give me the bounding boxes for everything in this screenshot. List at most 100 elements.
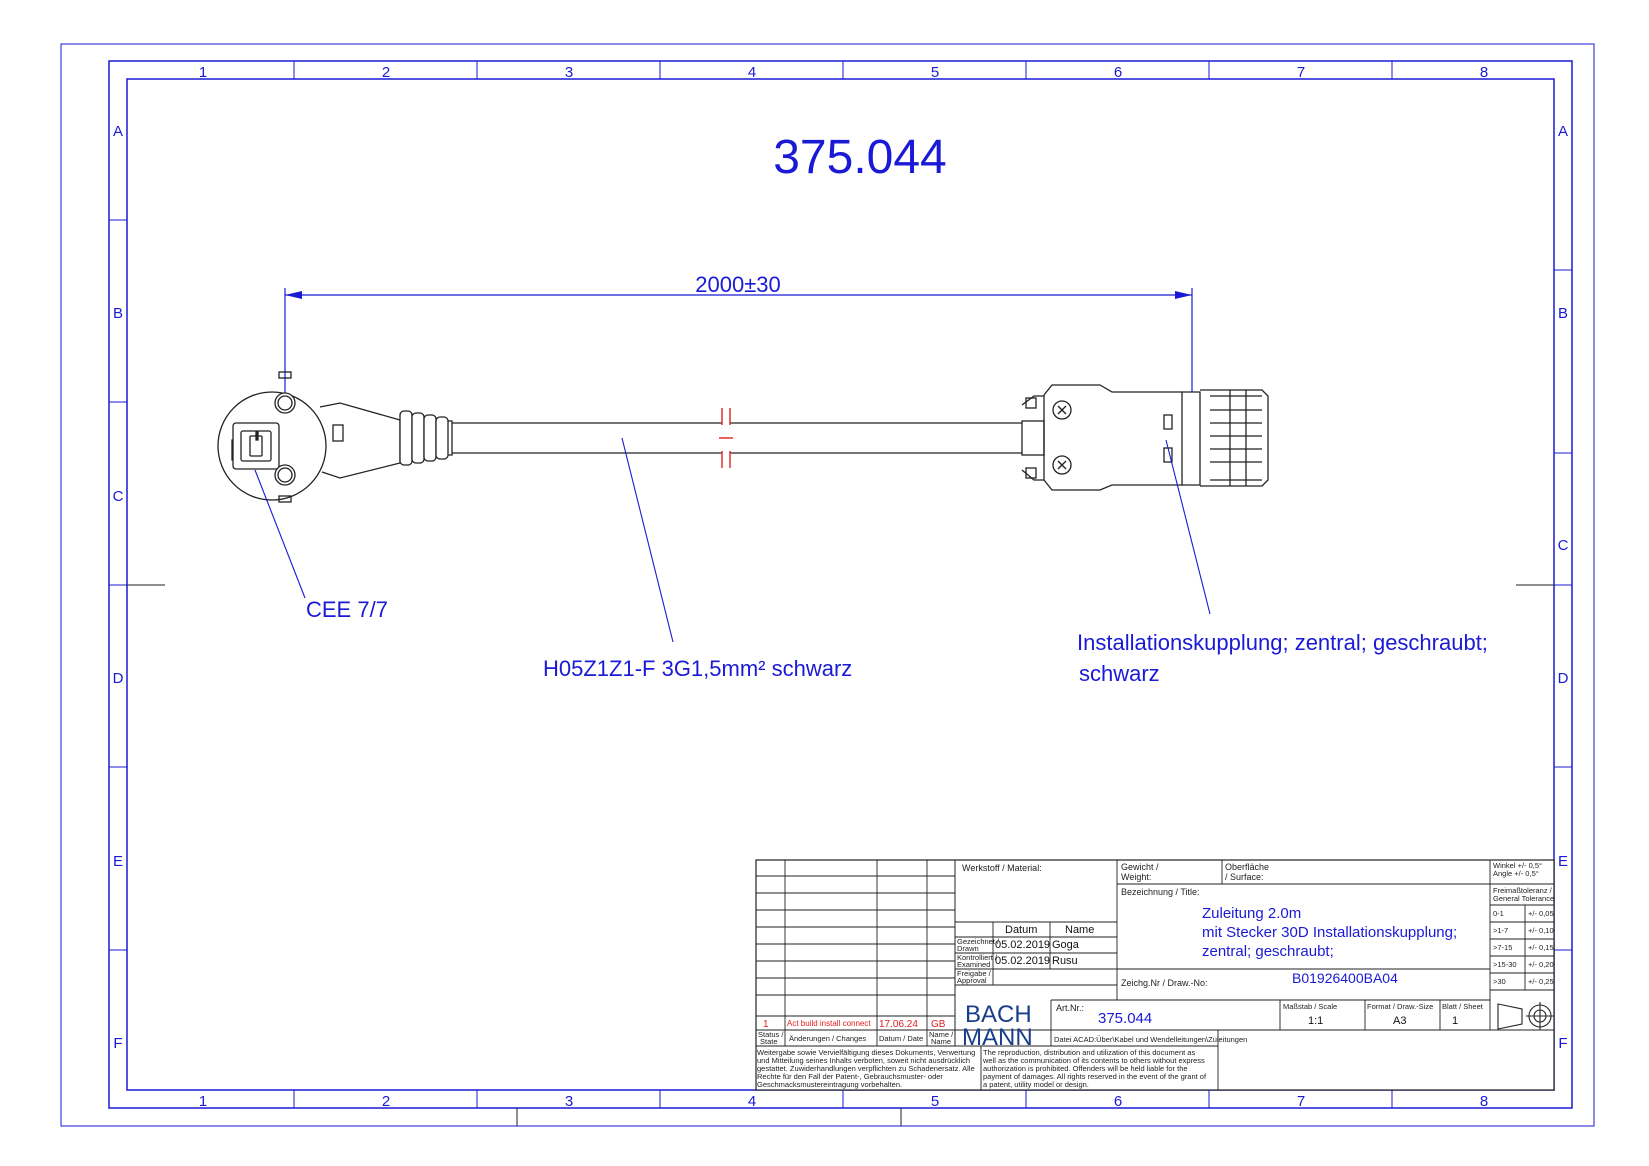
tolerance-label-2: General Tolerance (1493, 894, 1554, 903)
weight-label-1: Gewicht / (1121, 862, 1159, 872)
projection-symbol-icon (1497, 1002, 1554, 1030)
copyright-de-line: Geschmacksmustereintragung vorbehalten. (757, 1080, 902, 1089)
col-label: 2 (382, 64, 390, 81)
title-line-1: Zuleitung 2.0m (1202, 905, 1301, 922)
col-label: 5 (931, 1093, 939, 1110)
tolerance-value: +/- 0,20 (1528, 960, 1554, 969)
angle-label-1: Winkel +/- 0,5° (1493, 861, 1542, 870)
row-label: D (113, 670, 124, 687)
material-label: Werkstoff / Material: (962, 863, 1042, 873)
sheet-value: 1 (1452, 1015, 1458, 1027)
scale-label: Maßstab / Scale (1283, 1002, 1337, 1011)
tolerance-value: +/- 0,25 (1528, 977, 1554, 986)
col-label: 4 (748, 64, 756, 81)
change-status: 1 (763, 1019, 769, 1030)
row-label: E (1558, 853, 1568, 870)
cable-break-mark (719, 408, 733, 468)
row-label: D (1558, 670, 1569, 687)
tolerance-range: >15-30 (1493, 960, 1517, 969)
changes-label: Änderungen / Changes (789, 1034, 866, 1043)
copyright-de-line: Rechte für den Fall der Patent-, Gebrauc… (757, 1072, 943, 1081)
col-label: 3 (565, 64, 573, 81)
artnr-value: 375.044 (1098, 1010, 1152, 1027)
examined-name: Rusu (1052, 955, 1078, 967)
sheet-label: Blatt / Sheet (1442, 1002, 1484, 1011)
tolerance-range: >30 (1493, 977, 1506, 986)
artnr-label: Art.Nr.: (1056, 1003, 1084, 1013)
centering-marks (127, 584, 1554, 1126)
col-label: 8 (1480, 1093, 1488, 1110)
col-label: 6 (1114, 1093, 1122, 1110)
dimension-line (284, 288, 1193, 402)
row-labels-left: A B C D E F (113, 123, 124, 1052)
angle-label-2: Angle +/- 0,5° (1493, 869, 1539, 878)
title-label: Bezeichnung / Title: (1121, 887, 1200, 897)
cable (452, 422, 1022, 454)
row-label: B (113, 305, 123, 322)
row-labels-right: A B C D E F (1558, 123, 1569, 1052)
weight-label-2: Weight: (1121, 872, 1151, 882)
row-label: C (113, 488, 124, 505)
coupler-label-line-2: schwarz (1079, 661, 1160, 686)
copyright-en-line: a patent, utility model or design. (983, 1080, 1089, 1089)
copyright-en-line: authorization is prohibited. Offenders w… (983, 1064, 1188, 1073)
dimension-text: 2000±30 (695, 272, 781, 297)
plug-cee77 (217, 371, 453, 503)
drawn-name: Goga (1052, 939, 1080, 951)
format-label: Format / Draw.-Size (1367, 1002, 1433, 1011)
examined-label-1: Kontrolliert / (957, 953, 998, 962)
examined-date: 05.02.2019 (995, 955, 1050, 967)
col-label: 3 (565, 1093, 573, 1110)
dimension-arrow-right (1175, 291, 1192, 299)
logo-line-2: MANN (962, 1024, 1033, 1051)
change-text: Act build install connect (787, 1019, 871, 1028)
approval-label-1: Freigabe / (957, 969, 992, 978)
row-label: F (113, 1035, 122, 1052)
column-labels-bottom: 1 2 3 4 5 6 7 8 (199, 1093, 1488, 1110)
drawn-label-1: Gezeichnet / (957, 937, 1000, 946)
col-label: 7 (1297, 1093, 1305, 1110)
change-name: GB (931, 1019, 946, 1030)
column-labels-top: 1 2 3 4 5 6 7 8 (199, 64, 1488, 81)
change-date: 17.06.24 (879, 1019, 918, 1030)
copyright-de-line: und Mitteilung seines Inhalts verboten, … (757, 1056, 970, 1065)
date-label: Datum / Date (879, 1034, 923, 1043)
status-label-1: Status / (758, 1030, 784, 1039)
file-path: Datei ACAD:Über\Kabel und Wendelleitunge… (1054, 1035, 1247, 1044)
col-label: 4 (748, 1093, 756, 1110)
tolerance-value: +/- 0,10 (1528, 926, 1554, 935)
drawn-date: 05.02.2019 (995, 939, 1050, 951)
cable-label: H05Z1Z1-F 3G1,5mm² schwarz (543, 656, 852, 681)
col-label: 5 (931, 64, 939, 81)
drawn-label-2: Drawn (957, 944, 979, 953)
copyright-en-line: The reproduction, distribution and utili… (983, 1048, 1195, 1057)
tolerance-range: >1-7 (1493, 926, 1508, 935)
outer-border (60, 43, 1595, 1127)
col-label: 6 (1114, 64, 1122, 81)
approval-label-2: Approval (957, 976, 987, 985)
logo-line-1: BACH (965, 1001, 1032, 1028)
name-label-1: Name / (929, 1030, 954, 1039)
tolerance-label-1: Freimaßtoleranz / (1493, 886, 1553, 895)
format-value: A3 (1393, 1015, 1406, 1027)
title-line-2: mit Stecker 30D Installationskupplung; (1202, 924, 1457, 941)
date-header: Datum (1005, 924, 1037, 936)
row-label: A (1558, 123, 1568, 140)
leader-lines (254, 437, 1211, 643)
status-label-2: State (760, 1037, 778, 1046)
title-block: Werkstoff / Material: Gewicht / Weight: … (755, 859, 1555, 1091)
row-label: F (1558, 1035, 1567, 1052)
col-label: 2 (382, 1093, 390, 1110)
surface-label-2: / Surface: (1225, 872, 1264, 882)
scale-value: 1:1 (1308, 1015, 1323, 1027)
plug-label: CEE 7/7 (306, 597, 388, 622)
copyright-de-line: Weitergabe sowie Vervielfältigung dieses… (757, 1048, 975, 1057)
drawing-title: 375.044 (773, 131, 947, 184)
col-label: 1 (199, 64, 207, 81)
column-ticks (293, 61, 1393, 1108)
tolerance-value: +/- 0,05 (1528, 909, 1554, 918)
row-label: E (113, 853, 123, 870)
col-label: 7 (1297, 64, 1305, 81)
name-header: Name (1065, 924, 1094, 936)
